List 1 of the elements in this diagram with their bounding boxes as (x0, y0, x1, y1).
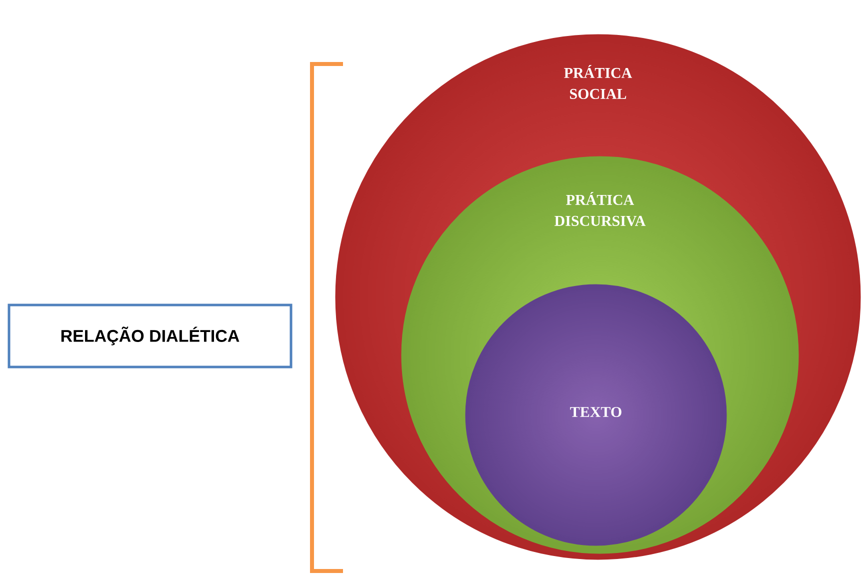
label-box: RELAÇÃO DIALÉTICA (8, 304, 292, 368)
